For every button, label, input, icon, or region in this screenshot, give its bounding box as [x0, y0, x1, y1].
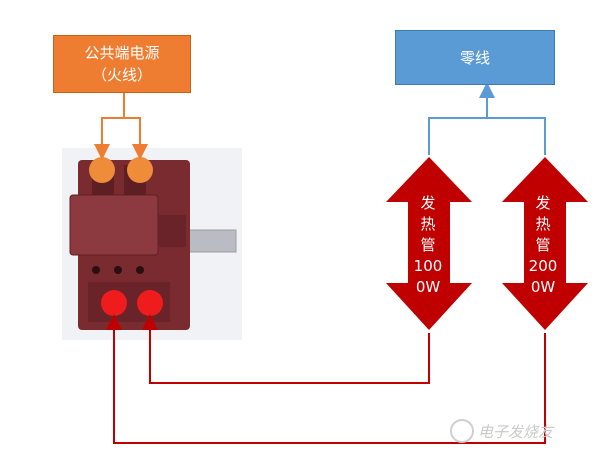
hot-wire-branch [124, 117, 148, 160]
power-source-title: 公共端电源 [84, 44, 160, 62]
neutral-line-label: 零线 [459, 48, 490, 67]
watermark-logo-icon [450, 419, 474, 443]
power-source-subtitle: （火线） [91, 66, 152, 84]
watermark-text: 电子发烧友 [478, 422, 554, 441]
heater-2000w-label: 发 热 管 200 0W [528, 194, 558, 296]
watermark: 电子发烧友 [450, 418, 553, 444]
switch-terminal-bottom-right [137, 290, 163, 316]
heater-1000w-label: 发 热 管 100 0W [413, 194, 443, 296]
power-source-box: 公共端电源 （火线） [53, 35, 191, 93]
output-wire-1000w [142, 314, 430, 384]
heater-arrow-1000w [386, 157, 472, 330]
output-wire-2000w [106, 314, 546, 444]
switch-terminal-top-left [89, 157, 115, 183]
switch-terminal-bottom-left [101, 290, 127, 316]
switch-terminal-top-right [127, 157, 153, 183]
neutral-wire [428, 117, 546, 155]
neutral-line-box: 零线 [395, 30, 555, 85]
heater-arrow-2000w [502, 157, 588, 330]
hot-wire [94, 93, 125, 160]
